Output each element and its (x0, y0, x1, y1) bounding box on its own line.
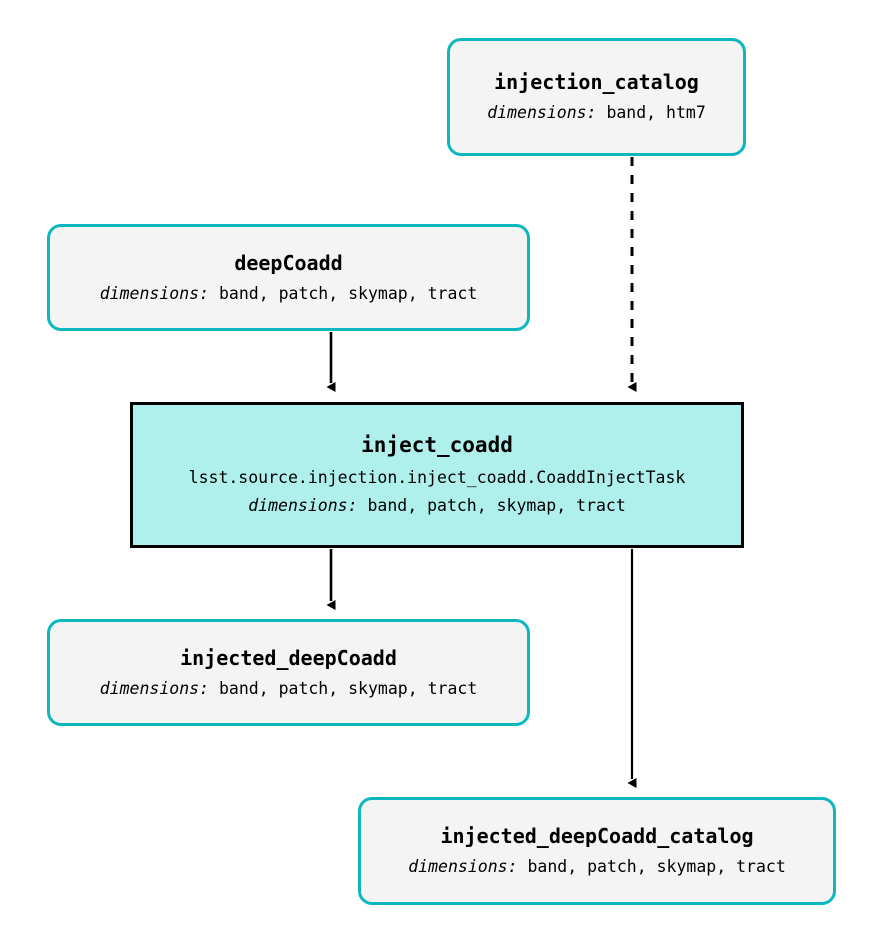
node-dimensions: dimensions: band, patch, skymap, tract (99, 283, 478, 304)
node-injected-deepcoadd[interactable]: injected_deepCoadd dimensions: band, pat… (47, 619, 530, 726)
node-injected-deepcoadd-catalog[interactable]: injected_deepCoadd_catalog dimensions: b… (358, 797, 836, 905)
node-title: inject_coadd (361, 432, 513, 457)
dimensions-label: dimensions: (99, 678, 210, 698)
dimensions-values: band, patch, skymap, tract (218, 678, 478, 698)
node-injection-catalog[interactable]: injection_catalog dimensions: band, htm7 (447, 38, 746, 156)
node-title: injection_catalog (494, 70, 699, 95)
node-dimensions: dimensions: band, htm7 (487, 103, 706, 123)
node-deepcoadd[interactable]: deepCoadd dimensions: band, patch, skyma… (47, 224, 530, 331)
node-dimensions: dimensions: band, patch, skymap, tract (248, 496, 626, 516)
node-title: deepCoadd (234, 250, 343, 275)
dimensions-label: dimensions: (99, 283, 210, 303)
node-title: injected_deepCoadd (180, 645, 397, 670)
dimensions-label: dimensions: (248, 496, 358, 516)
node-dimensions: dimensions: band, patch, skymap, tract (99, 678, 478, 699)
dimensions-values: band, patch, skymap, tract (527, 857, 786, 877)
dimensions-label: dimensions: (487, 103, 597, 123)
node-classname: lsst.source.injection.inject_coadd.Coadd… (188, 468, 686, 488)
node-inject-coadd[interactable]: inject_coadd lsst.source.injection.injec… (130, 402, 744, 548)
node-title: injected_deepCoadd_catalog (440, 824, 754, 849)
dimensions-label: dimensions: (408, 857, 518, 877)
dimensions-values: band, htm7 (606, 103, 706, 123)
dimensions-values: band, patch, skymap, tract (218, 283, 478, 303)
node-dimensions: dimensions: band, patch, skymap, tract (408, 857, 786, 877)
dimensions-values: band, patch, skymap, tract (367, 496, 626, 516)
